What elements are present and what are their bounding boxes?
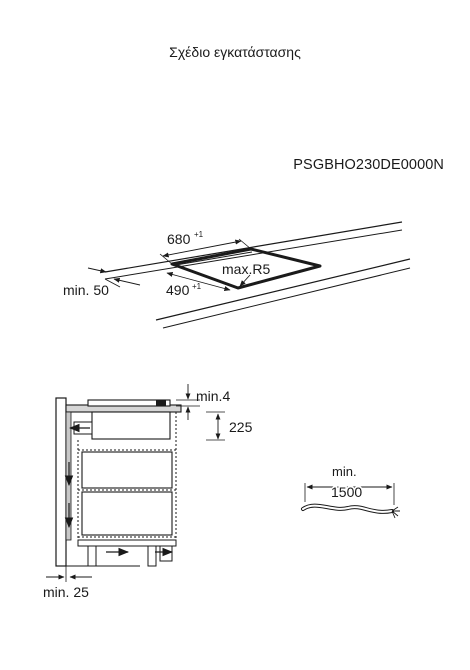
cable-min-label: min. [332,464,357,479]
cable-view [301,483,400,519]
worktop-front-edge-inner [162,267,411,329]
top-gap-label: min.4 [196,388,230,404]
cabinet-drawer-top [81,451,173,489]
dim-tol-490: +1 [192,282,202,291]
page-title: Σχέδιο εγκατάστασης [169,44,301,60]
cutout-view [87,221,411,329]
radius-label: max.R5 [222,261,270,277]
front-gap-label: min. 50 [63,282,109,298]
wall [55,397,67,567]
worktop-back-edge-inner [104,229,403,280]
dim-line-490 [166,272,231,291]
dim-label-490: 490 [166,282,190,298]
model-code: PSGBHO230DE0000N [293,157,444,173]
height-label: 225 [229,419,253,435]
wall-gap-label: min. 25 [43,584,89,600]
worktop-front-edge [155,258,411,321]
radius-leader [239,274,251,287]
dim-arrow-50-left [87,267,107,274]
hob-glass [87,399,171,407]
dim-tol-680: +1 [194,230,204,239]
dim-arrow-50-right [113,277,141,286]
section-view [46,384,225,582]
dim-line-680 [162,239,242,258]
hob-body [91,411,171,440]
cabinet-drawer-bottom [81,491,173,536]
worktop-back-edge [104,221,403,273]
dim-label-680: 680 [167,231,191,247]
cable-wires [391,506,400,519]
cable-length-label: 1500 [331,484,362,500]
